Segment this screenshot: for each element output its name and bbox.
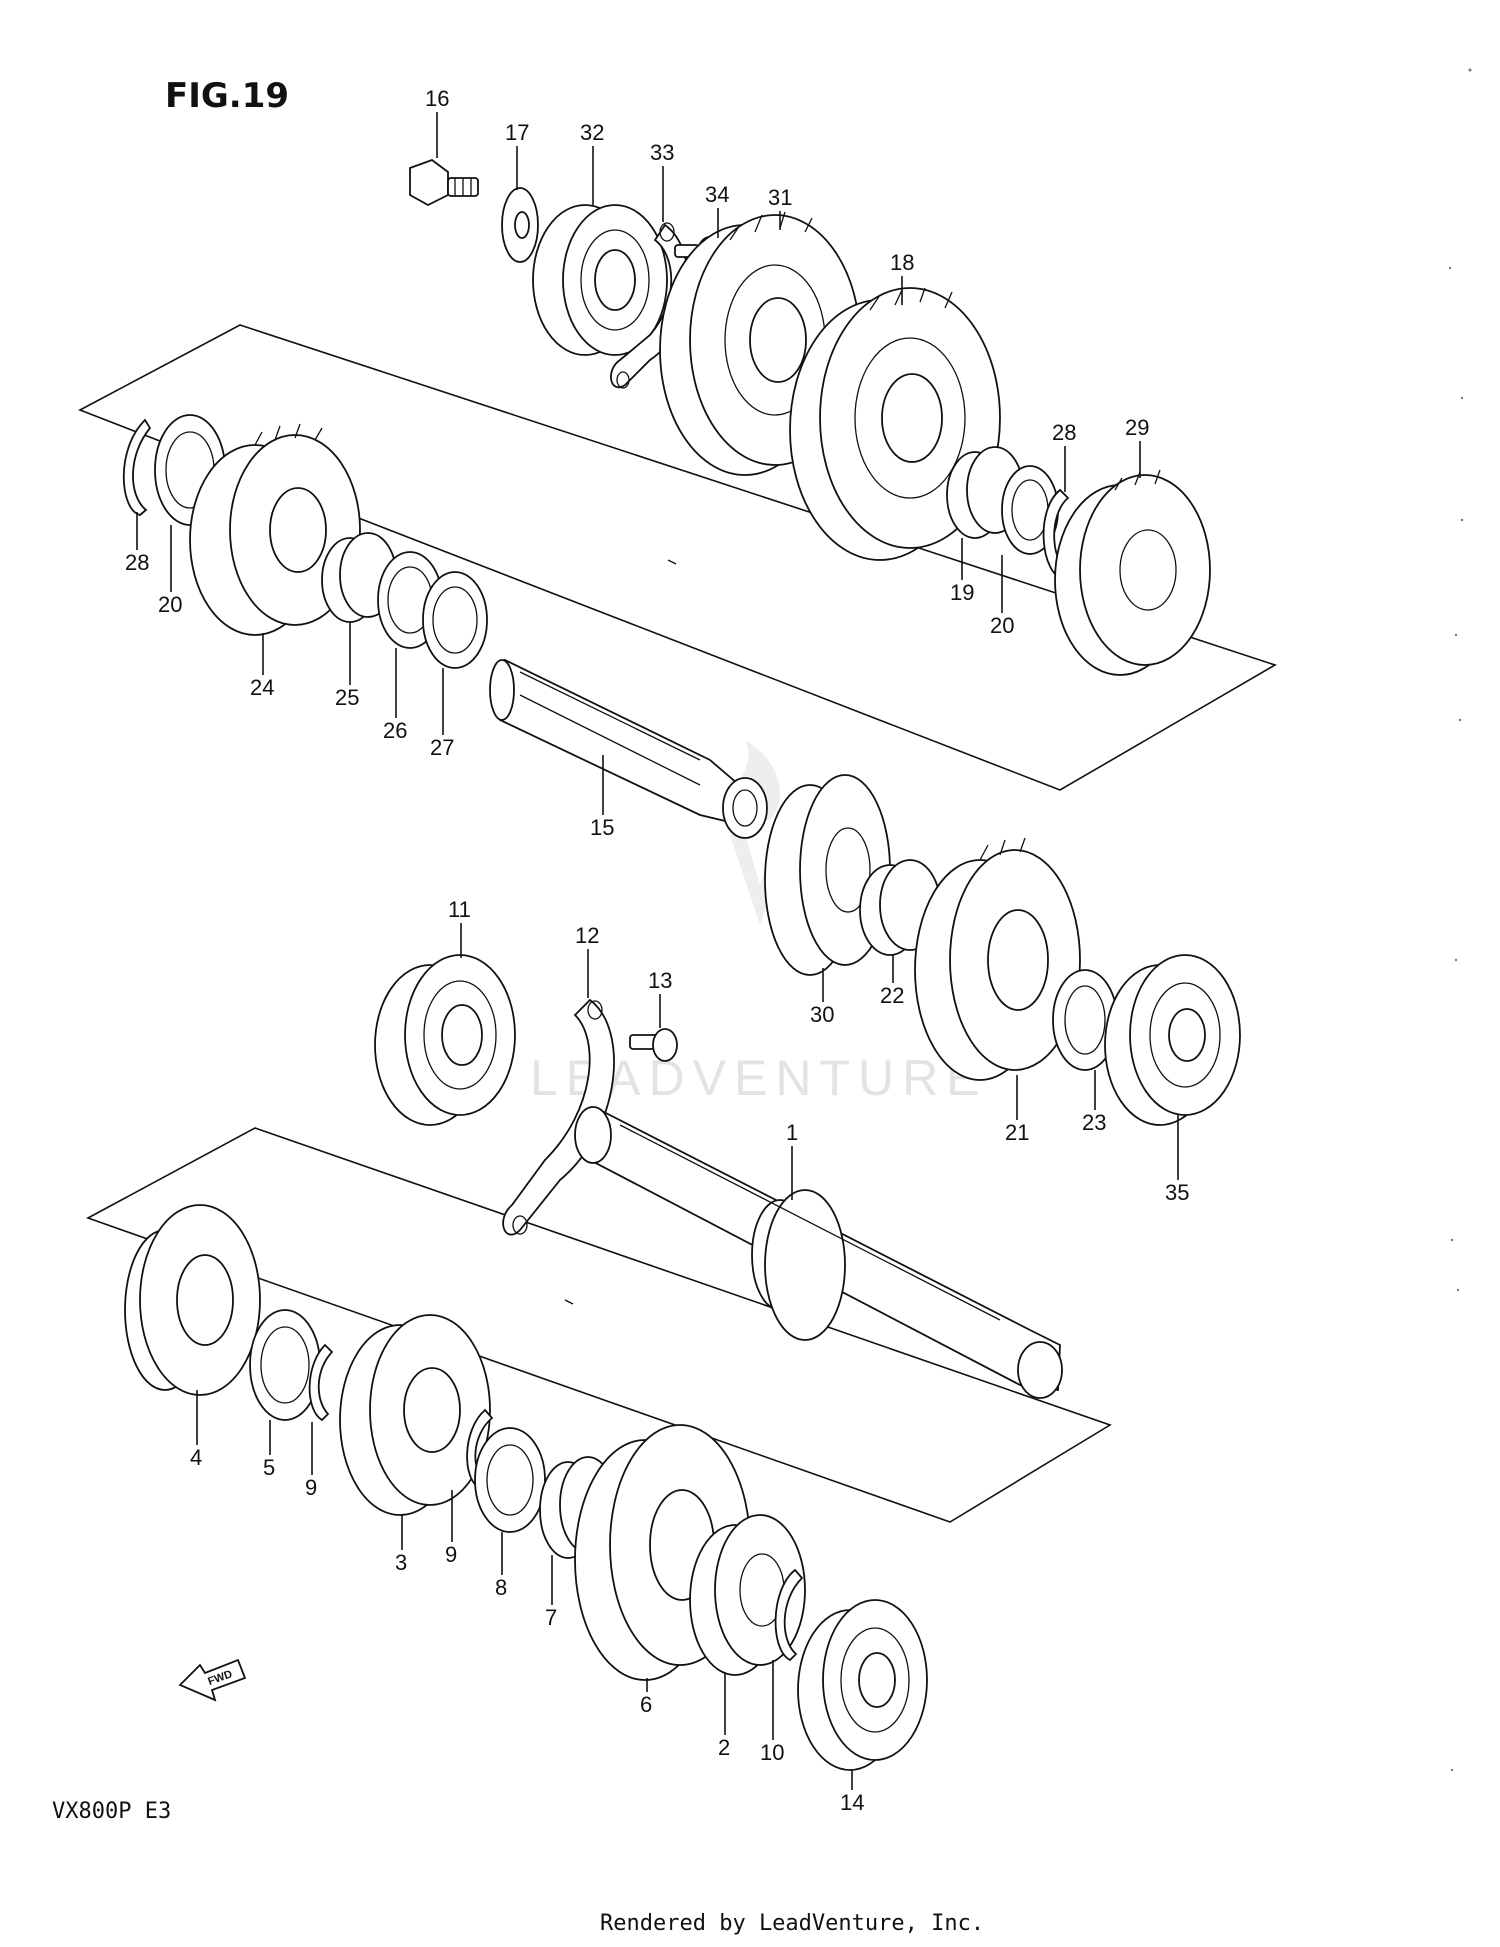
circlip-28-left	[122, 418, 152, 516]
countershaft-assembly-frame	[78, 324, 1277, 791]
fwd-arrow-icon: FWD	[178, 1658, 247, 1702]
callout-10: 10	[760, 1740, 784, 1765]
washer-8	[474, 1427, 546, 1533]
callout-24: 24	[250, 675, 274, 700]
callout-28-right: 28	[1052, 420, 1076, 445]
callout-33: 33	[650, 140, 674, 165]
footer-credit: Rendered by LeadVenture, Inc.	[600, 1911, 984, 1936]
countershaft-15	[489, 658, 768, 839]
callout-7: 7	[545, 1605, 557, 1630]
gear-4	[124, 1204, 261, 1396]
model-code: VX800P E3	[52, 1799, 171, 1824]
figure-title: FIG.19	[165, 76, 289, 116]
callout-5: 5	[263, 1455, 275, 1480]
callout-23: 23	[1082, 1110, 1106, 1135]
driveshaft-assembly-frame	[86, 1127, 1112, 1523]
bearing-35	[1104, 954, 1241, 1126]
callout-34: 34	[705, 182, 729, 207]
bearing-11	[374, 954, 516, 1126]
washer-17	[501, 187, 539, 263]
callout-16: 16	[425, 86, 449, 111]
scan-specks	[1448, 68, 1472, 1772]
callouts: 16 17 32 33 34 31 18 28 29 19 20 28 20 2…	[125, 86, 1189, 1815]
axis-marks	[564, 559, 677, 1305]
callout-9-right: 9	[445, 1542, 457, 1567]
bearing-32	[532, 204, 668, 356]
callout-19: 19	[950, 580, 974, 605]
callout-25: 25	[335, 685, 359, 710]
callout-12: 12	[575, 923, 599, 948]
callout-21: 21	[1005, 1120, 1029, 1145]
callout-9-left: 9	[305, 1475, 317, 1500]
callout-27: 27	[430, 735, 454, 760]
callout-35: 35	[1165, 1180, 1189, 1205]
callout-3: 3	[395, 1550, 407, 1575]
washer-27	[422, 571, 488, 669]
gear-21	[914, 837, 1081, 1081]
circlip-9-left	[308, 1343, 334, 1422]
callout-17: 17	[505, 120, 529, 145]
washer-5	[249, 1309, 321, 1421]
callout-20-right: 20	[990, 613, 1014, 638]
callout-26: 26	[383, 718, 407, 743]
callout-1: 1	[786, 1120, 798, 1145]
callout-15: 15	[590, 815, 614, 840]
callout-20-left: 20	[158, 592, 182, 617]
bearing-14	[797, 1599, 928, 1771]
gear-29	[1054, 469, 1211, 676]
callout-14: 14	[840, 1790, 864, 1815]
callout-22: 22	[880, 983, 904, 1008]
callout-2: 2	[718, 1735, 730, 1760]
callout-28-left: 28	[125, 550, 149, 575]
gear-3	[339, 1314, 491, 1516]
callout-30: 30	[810, 1002, 834, 1027]
callout-29: 29	[1125, 415, 1149, 440]
driveshaft-1	[574, 1106, 1063, 1399]
callout-31: 31	[768, 185, 792, 210]
screw-13	[629, 1028, 678, 1062]
callout-32: 32	[580, 120, 604, 145]
callout-13: 13	[648, 968, 672, 993]
callout-6: 6	[640, 1692, 652, 1717]
callout-18: 18	[890, 250, 914, 275]
bolt-16	[409, 158, 479, 207]
callout-4: 4	[190, 1445, 202, 1470]
washer-23	[1052, 969, 1118, 1071]
callout-11: 11	[448, 897, 471, 922]
circlip-10	[774, 1568, 804, 1662]
callout-8: 8	[495, 1575, 507, 1600]
